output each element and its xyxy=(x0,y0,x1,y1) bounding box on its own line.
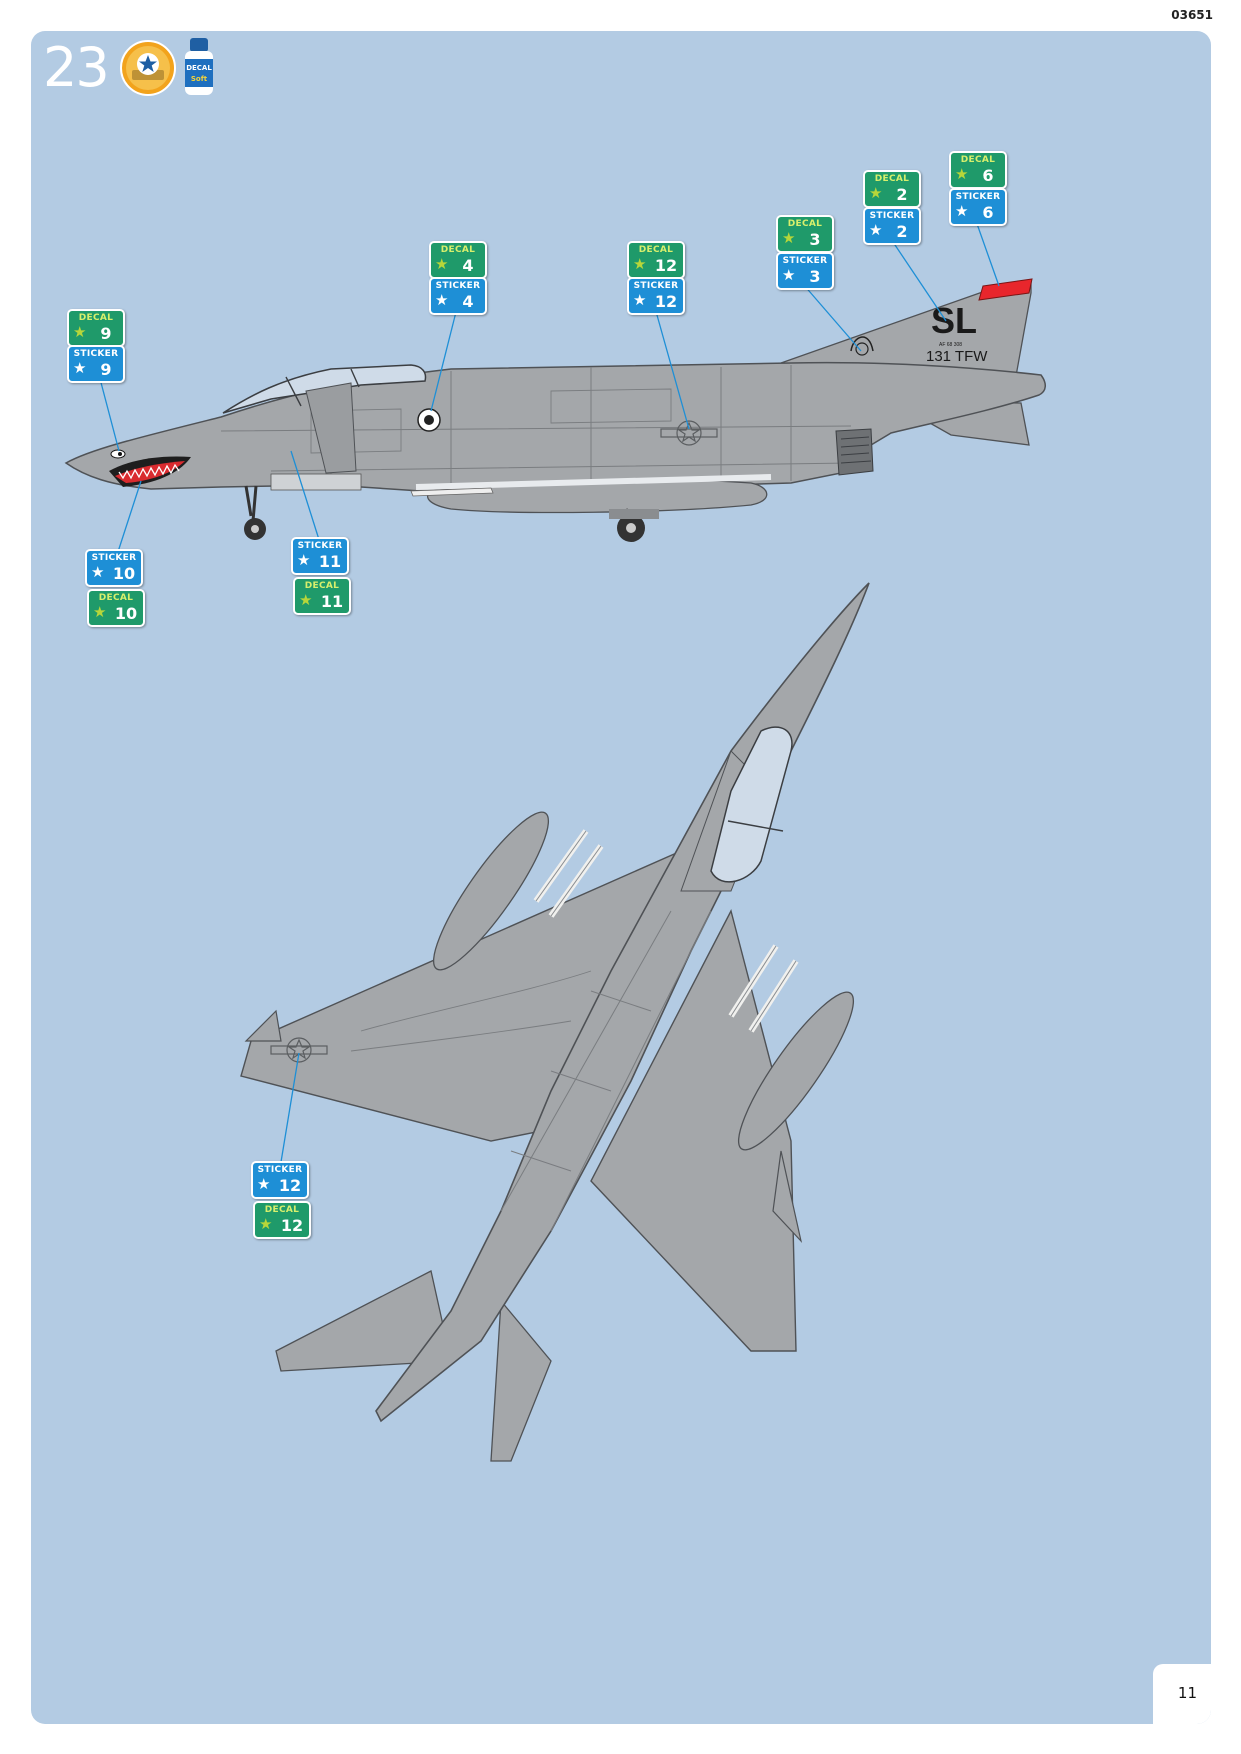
star-icon: ★ xyxy=(91,563,105,581)
callout-sticker-12-top: STICKER★12 xyxy=(251,1161,309,1199)
page-number: 11 xyxy=(1177,1684,1197,1702)
callout-decal-4: DECAL★4 xyxy=(429,241,487,279)
star-icon: ★ xyxy=(435,291,449,309)
bottle-label-top: DECAL xyxy=(186,64,212,72)
callout-decal-12: DECAL★12 xyxy=(627,241,685,279)
star-icon: ★ xyxy=(299,591,313,609)
star-icon: ★ xyxy=(73,359,87,377)
star-icon: ★ xyxy=(955,165,969,183)
aircraft-artwork: SL 131 TFW AF 68 308 xyxy=(64,220,1046,1462)
bottle-label-bottom: Soft xyxy=(191,75,208,83)
decal-soft-bottle-icon: DECAL Soft xyxy=(185,38,213,95)
callout-decal-10: DECAL★10 xyxy=(87,589,145,627)
callout-sticker-9: STICKER★9 xyxy=(67,345,125,383)
star-icon: ★ xyxy=(869,221,883,239)
step-number: 23 xyxy=(43,36,110,99)
star-icon: ★ xyxy=(955,202,969,220)
serial-text: AF 68 308 xyxy=(939,342,962,348)
star-icon: ★ xyxy=(73,323,87,341)
callout-leader-lines xyxy=(98,220,1000,1169)
star-icon: ★ xyxy=(93,603,107,621)
callout-decal-11: DECAL★11 xyxy=(293,577,351,615)
callout-decal-9: DECAL★9 xyxy=(67,309,125,347)
tail-code-text: SL xyxy=(931,300,977,341)
sticker-star-icon xyxy=(120,40,176,96)
instruction-panel: 23 DECAL Soft xyxy=(31,31,1211,1724)
callout-decal-2: DECAL★2 xyxy=(863,170,921,208)
star-icon: ★ xyxy=(259,1215,273,1233)
callout-decal-3: DECAL★3 xyxy=(776,215,834,253)
side-view-aircraft: SL 131 TFW AF 68 308 xyxy=(64,278,1046,542)
star-icon: ★ xyxy=(257,1175,271,1193)
callout-decal-6: DECAL★6 xyxy=(949,151,1007,189)
star-icon: ★ xyxy=(435,255,449,273)
star-icon: ★ xyxy=(869,184,883,202)
callout-sticker-12: STICKER★12 xyxy=(627,277,685,315)
callout-sticker-6: STICKER★6 xyxy=(949,188,1007,226)
top-view-aircraft xyxy=(240,582,870,1462)
star-icon: ★ xyxy=(782,229,796,247)
callout-decal-12-top: DECAL★12 xyxy=(253,1201,311,1239)
callout-sticker-3: STICKER★3 xyxy=(776,252,834,290)
page-number-tab xyxy=(1153,1664,1211,1724)
callout-sticker-2: STICKER★2 xyxy=(863,207,921,245)
unit-marking-text: 131 TFW xyxy=(926,348,988,365)
star-icon: ★ xyxy=(782,266,796,284)
star-icon: ★ xyxy=(633,255,647,273)
star-icon: ★ xyxy=(633,291,647,309)
callout-sticker-11: STICKER★11 xyxy=(291,537,349,575)
callout-sticker-4: STICKER★4 xyxy=(429,277,487,315)
callout-sticker-10: STICKER★10 xyxy=(85,549,143,587)
document-code: 03651 xyxy=(1171,8,1213,22)
star-icon: ★ xyxy=(297,551,311,569)
